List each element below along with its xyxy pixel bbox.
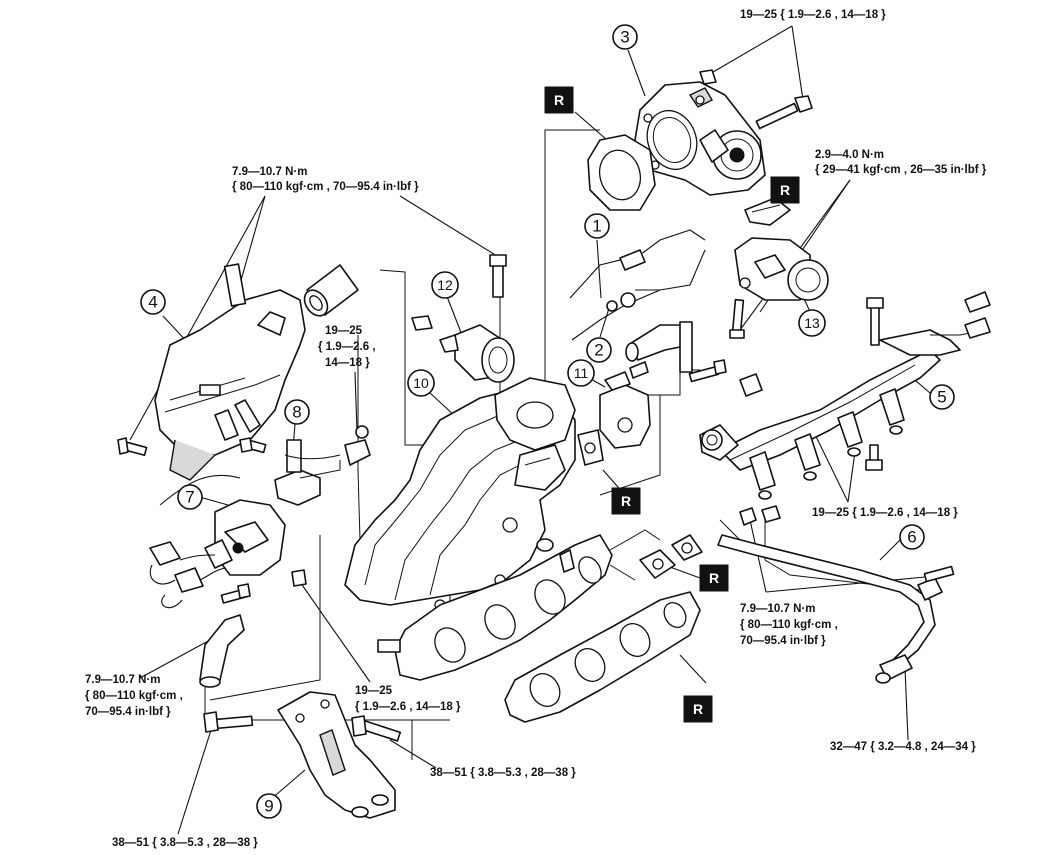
throttle-body-gasket — [587, 134, 656, 211]
pcv-bolt — [688, 359, 727, 383]
torque-left-2: { 80—110 kgf·cm , — [85, 690, 183, 702]
manifold-top-bolt — [489, 254, 507, 298]
sensor-bracket — [159, 437, 341, 506]
replace-marker: R — [611, 487, 641, 515]
callout-2: 2 — [586, 337, 612, 363]
svg-text:R: R — [621, 493, 631, 509]
svg-text:9: 9 — [264, 797, 273, 816]
callout-numbers: 1 2 3 4 5 6 7 8 — [140, 24, 955, 819]
svg-text:10: 10 — [413, 375, 429, 391]
torque-bracket-bolt-right: 38—51 { 3.8—5.3 , 28—38 } — [430, 767, 576, 779]
replace-marker: R — [544, 86, 574, 114]
lower-intake-manifold — [377, 534, 613, 681]
svg-text:R: R — [709, 570, 719, 586]
callout-13: 13 — [798, 309, 826, 337]
purge-solenoid — [411, 315, 515, 383]
callout-5: 5 — [929, 384, 955, 410]
throttle-cables — [569, 229, 706, 341]
torque-throttle-body: 19—25 { 1.9—2.6 , 14—18 } — [740, 9, 886, 21]
svg-text:11: 11 — [574, 365, 589, 381]
svg-text:R: R — [780, 182, 790, 198]
torque-iac-units: { 29—41 kgf·cm , 26—35 in·lbf } — [815, 164, 987, 176]
bracket-bolts — [203, 711, 402, 742]
fuel-pipe — [717, 505, 955, 684]
throttle-body — [634, 81, 766, 196]
small-gaskets — [559, 534, 703, 579]
manifold-gasket — [504, 591, 701, 723]
fuel-rail — [699, 291, 991, 500]
torque-manifold-1: 19—25 — [355, 685, 393, 697]
svg-text:2: 2 — [594, 341, 603, 360]
torque-fitting: 32—47 { 3.2—4.8 , 24—34 } — [830, 741, 976, 753]
svg-text:7: 7 — [185, 488, 194, 507]
torque-bracket-2: { 1.9—2.6 , — [318, 341, 376, 353]
callout-12: 12 — [431, 271, 459, 299]
torque-pipe-3: 70—95.4 in·lbf } — [740, 635, 826, 647]
torque-pipe-nm: 7.9—10.7 N·m — [740, 603, 815, 615]
svg-text:6: 6 — [907, 528, 916, 547]
replace-marker: R — [683, 695, 713, 723]
cover-bolt — [117, 437, 148, 457]
svg-text:12: 12 — [437, 277, 453, 293]
torque-upper-units: { 80—110 kgf·cm , 70—95.4 in·lbf } — [232, 181, 419, 193]
upper-intake-manifold — [344, 377, 576, 611]
egr-valve — [577, 361, 651, 466]
resonator-cover — [154, 263, 306, 481]
callout-8: 8 — [284, 399, 310, 425]
callout-7: 7 — [177, 484, 203, 510]
throttle-body-bolts — [699, 69, 813, 130]
callout-11: 11 — [567, 359, 595, 387]
iac-valve — [729, 197, 829, 339]
torque-left-3: 70—95.4 in·lbf } — [85, 706, 171, 718]
small-bracket — [284, 425, 371, 466]
torque-upper-nm: 7.9—10.7 N·m — [232, 166, 307, 178]
svg-text:5: 5 — [937, 388, 946, 407]
svg-text:8: 8 — [292, 403, 301, 422]
svg-text:13: 13 — [804, 315, 820, 331]
callout-9: 9 — [256, 793, 282, 819]
torque-pipe-2: { 80—110 kgf·cm , — [740, 619, 838, 631]
torque-bracket-bolt-left: 38—51 { 3.8—5.3 , 28—38 } — [112, 837, 258, 849]
torque-bracket-3: 14—18 } — [325, 357, 370, 369]
torque-iac-nm: 2.9—4.0 N·m — [815, 149, 884, 161]
replace-marker: R — [770, 176, 800, 204]
torque-left-nm: 7.9—10.7 N·m — [85, 674, 160, 686]
intake-hose — [303, 264, 359, 317]
svg-text:R: R — [693, 701, 703, 717]
callout-1: 1 — [584, 213, 610, 239]
torque-injector-rail: 19—25 { 1.9—2.6 , 14—18 } — [812, 507, 958, 519]
callout-6: 6 — [899, 524, 925, 550]
torque-manifold-2: { 1.9—2.6 , 14—18 } — [355, 701, 461, 713]
replace-markers: R R R R R — [544, 86, 800, 723]
torque-labels: 19—25 { 1.9—2.6 , 14—18 } 2.9—4.0 N·m { … — [85, 9, 987, 849]
torque-bracket-1: 19—25 — [325, 325, 363, 337]
vacuum-hose — [199, 614, 245, 688]
callout-3: 3 — [612, 24, 638, 50]
manifold-bracket — [277, 691, 396, 819]
svg-text:4: 4 — [148, 293, 157, 312]
svg-text:1: 1 — [592, 217, 601, 236]
svg-text:3: 3 — [620, 28, 629, 47]
left-bolts — [220, 569, 307, 604]
callout-4: 4 — [140, 289, 166, 315]
replace-marker: R — [699, 564, 729, 592]
svg-text:R: R — [554, 92, 564, 108]
map-sensor — [149, 499, 286, 609]
callout-10: 10 — [407, 369, 435, 397]
pcv-hose — [625, 321, 693, 373]
